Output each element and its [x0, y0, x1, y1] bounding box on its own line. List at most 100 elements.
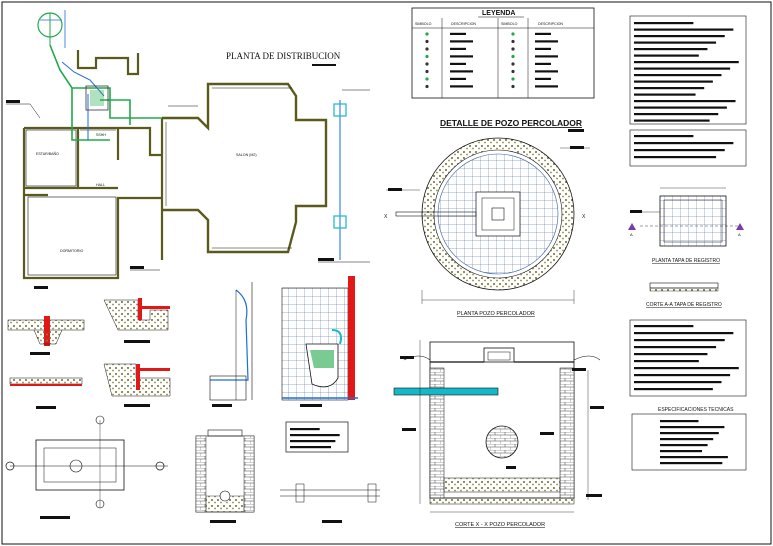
note-line — [634, 353, 708, 356]
legend-col-description: DESCRIPCION — [451, 22, 476, 26]
note-line — [634, 381, 722, 384]
legend-symbol — [511, 47, 515, 51]
legend-description-line — [450, 40, 473, 43]
note-line — [634, 156, 717, 159]
legend-symbol — [511, 39, 515, 44]
slab-detail-1 — [7, 316, 85, 355]
note-line — [634, 346, 717, 349]
room-label-hall: HALL — [96, 183, 105, 187]
manhole-section — [195, 429, 255, 523]
specs-title: ESPECIFICACIONES TECNICAS — [658, 407, 734, 413]
note-line — [290, 440, 336, 443]
note-line — [660, 420, 699, 423]
legend-symbol — [511, 84, 515, 89]
floor-plan: PLANTA DE DISTRIBUCION — [6, 10, 370, 289]
percolator-detail: DETALLE DE POZO PERCOLADOR X X PLANTA PO… — [384, 118, 604, 528]
room-label-estar: ESTAR/BAÑO — [36, 151, 59, 156]
legend-description-line — [535, 55, 558, 58]
legend-symbol — [425, 39, 429, 44]
legend-description-line — [450, 70, 473, 73]
legend-description-line — [535, 62, 551, 65]
legend-description-line — [535, 77, 551, 80]
step-detail-2 — [103, 363, 171, 407]
house-walls — [22, 50, 164, 280]
note-line — [660, 456, 728, 459]
note-line — [634, 106, 727, 109]
note-line — [634, 325, 694, 328]
note-line — [634, 142, 734, 145]
lavatory-detail — [209, 282, 253, 407]
note-line — [634, 61, 739, 64]
legend-description-line — [450, 77, 466, 80]
registro-section-caption: CORTE A-A TAPA DE REGISTRO — [646, 302, 722, 308]
note-line — [634, 35, 725, 38]
note-line — [634, 28, 734, 31]
note-line — [634, 119, 710, 122]
notes-box — [285, 421, 349, 453]
step-detail-1 — [103, 298, 170, 343]
note-line — [634, 332, 734, 335]
legend-symbol — [425, 69, 429, 74]
registro-plan: A A PLANTA TAPA DE REGISTRO CORTE A-A TA… — [628, 187, 744, 308]
legend-symbol — [425, 62, 429, 66]
detail-title: DETALLE DE POZO PERCOLADOR — [440, 118, 582, 128]
small-details — [5, 276, 380, 523]
note-line — [660, 438, 714, 441]
legend-description-line — [450, 47, 466, 50]
note-line — [634, 367, 739, 370]
note-line — [660, 432, 719, 435]
note-line — [634, 54, 699, 57]
legend-description-line — [535, 85, 558, 88]
legend-symbol — [511, 54, 515, 59]
legend-block: LEYENDA SIMBOLO DESCRIPCION SIMBOLO DESC… — [411, 7, 595, 99]
note-line — [634, 48, 708, 51]
room-label-salon: SALON (M2) — [236, 153, 257, 157]
note-line — [634, 93, 696, 96]
note-line — [634, 87, 705, 90]
legend-title: LEYENDA — [482, 10, 515, 17]
note-line — [634, 149, 725, 152]
specs-block: ESPECIFICACIONES TECNICAS — [629, 319, 747, 471]
note-line — [634, 360, 699, 363]
legend-col-symbol: SIMBOLO — [415, 22, 432, 26]
notes-block-1 — [629, 15, 747, 125]
legend-description-line — [450, 85, 473, 88]
wall-tile-elevation — [281, 276, 358, 407]
note-line — [634, 388, 713, 391]
legend-symbol — [511, 69, 515, 74]
green-pipe — [49, 44, 162, 141]
note-line — [634, 339, 725, 342]
note-line — [634, 67, 731, 70]
note-line — [660, 426, 725, 429]
salon-walls — [162, 82, 328, 254]
plan-title: PLANTA DE DISTRIBUCION — [226, 51, 341, 61]
legend-description-line — [450, 32, 466, 35]
pipe-section — [280, 483, 380, 523]
note-line — [290, 428, 320, 431]
note-line — [634, 374, 731, 377]
legend-symbol — [425, 54, 429, 59]
legend-description-line — [535, 40, 558, 43]
note-line — [634, 41, 717, 44]
registro-mark-right: A — [738, 232, 741, 237]
registro-plan-caption: PLANTA TAPA DE REGISTRO — [652, 258, 720, 264]
registro-mark-left: A — [630, 232, 633, 237]
axis-mark-left: X — [384, 214, 388, 220]
percolator-section-caption: CORTE X - X POZO PERCOLADOR — [455, 522, 545, 528]
legend-col-description-2: DESCRIPCION — [538, 22, 563, 26]
legend-rows — [425, 32, 558, 89]
percolator-section: CORTE X - X POZO PERCOLADOR — [393, 340, 604, 528]
legend-description-line — [535, 47, 551, 50]
slab-detail-2 — [9, 377, 83, 409]
legend-description-line — [450, 55, 473, 58]
note-line — [660, 462, 723, 465]
inlet-pipe — [393, 387, 499, 396]
note-line — [634, 80, 713, 83]
note-line — [634, 113, 719, 116]
note-line — [660, 444, 708, 447]
percolator-plan-caption: PLANTA POZO PERCOLADOR — [457, 311, 535, 317]
legend-symbol — [511, 62, 515, 66]
legend-symbol — [425, 84, 429, 89]
